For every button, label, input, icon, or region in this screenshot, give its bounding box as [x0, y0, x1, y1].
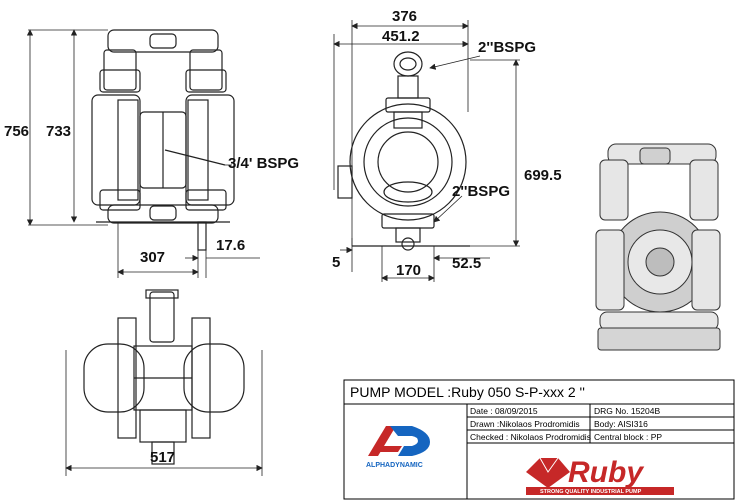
- checked-by: Checked : Nikolaos Prodromidis: [470, 432, 591, 442]
- front-view-dimensions: [26, 29, 260, 278]
- plan-view: [83, 289, 245, 465]
- alphadynamic-logo: ALPHADYNAMIC: [366, 426, 430, 469]
- dim-foot-offset: 17.6: [216, 237, 245, 254]
- side-view-dimensions: [333, 20, 520, 282]
- dim-height-port: 699.5: [524, 167, 562, 184]
- alphadynamic-logo-text: ALPHADYNAMIC: [366, 462, 423, 469]
- isometric-view: [595, 143, 721, 351]
- drawing-number: DRG No. 15204B: [594, 406, 660, 416]
- dim-body-height: 733: [46, 123, 71, 140]
- dim-overall-height: 756: [4, 123, 29, 140]
- central-block-material: Central block : PP: [594, 432, 662, 442]
- plan-view-dimensions: [65, 350, 263, 476]
- drawing-date: Date : 08/09/2015: [470, 406, 538, 416]
- dim-width-inner: 376: [392, 8, 417, 25]
- dim-base-width: 170: [396, 262, 421, 279]
- ruby-tagline: STRONG QUALITY INDUSTRIAL PUMP: [540, 489, 642, 495]
- ruby-logo: Ruby STRONG QUALITY INDUSTRIAL PUMP: [526, 456, 674, 495]
- pump-model-title: PUMP MODEL :Ruby 050 S-P-xxx 2 '': [350, 384, 585, 400]
- dim-width-outer: 451.2: [382, 28, 420, 45]
- dim-top-port: 2''BSPG: [478, 39, 536, 56]
- dim-base-offset: 52.5: [452, 255, 481, 272]
- body-material: Body: AISI316: [594, 419, 648, 429]
- dim-base-thickness: 5: [332, 254, 340, 271]
- side-view: [337, 51, 470, 251]
- front-view: [91, 29, 235, 251]
- dim-plan-width: 517: [150, 449, 175, 466]
- ruby-logo-text: Ruby: [568, 456, 644, 489]
- dim-side-port: 3/4' BSPG: [228, 155, 299, 172]
- drawn-by: Drawn :Nikolaos Prodromidis: [470, 419, 580, 429]
- dim-foot-spacing: 307: [140, 249, 165, 266]
- dim-bottom-port: 2''BSPG: [452, 183, 510, 200]
- title-block: [343, 379, 735, 500]
